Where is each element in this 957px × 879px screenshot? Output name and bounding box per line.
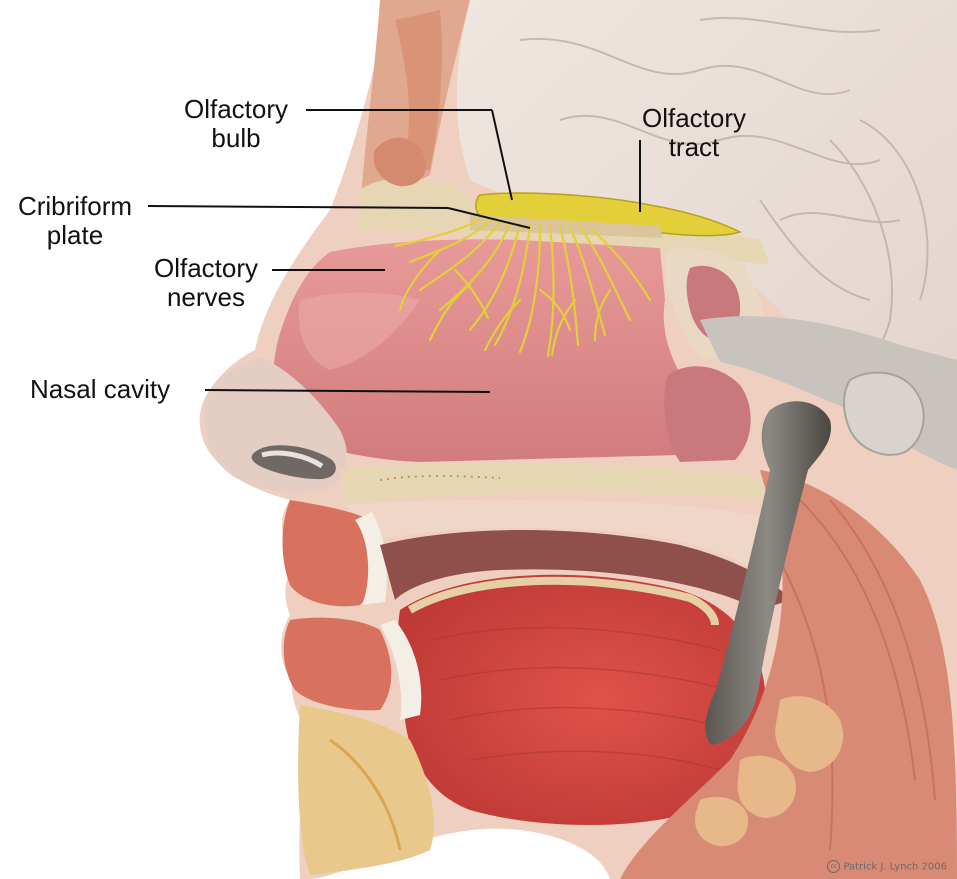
label-olfactory-tract: Olfactory tract: [641, 103, 747, 162]
upper-lip: [282, 500, 376, 607]
leader-nasal-cavity: [204, 389, 491, 393]
pharynx-tube: [705, 401, 831, 745]
creative-commons-icon: cc: [827, 860, 841, 873]
label-olfactory-bulb: Olfactory bulb: [183, 94, 289, 153]
oral-cavity: [380, 530, 790, 610]
hard-palate: [340, 463, 770, 505]
lower-lip: [283, 617, 392, 711]
chin: [298, 705, 434, 875]
leader-lines: [147, 109, 641, 393]
tongue: [397, 574, 766, 825]
label-olfactory-nerves: Olfactory nerves: [153, 253, 259, 312]
label-cribriform-plate: Cribriform plate: [17, 191, 133, 250]
neck-muscles: [620, 470, 957, 879]
label-nasal-cavity: Nasal cavity: [30, 374, 171, 404]
leader-cribriform-plate: [147, 205, 449, 209]
olfactory-nerve-fibers: [393, 218, 652, 358]
